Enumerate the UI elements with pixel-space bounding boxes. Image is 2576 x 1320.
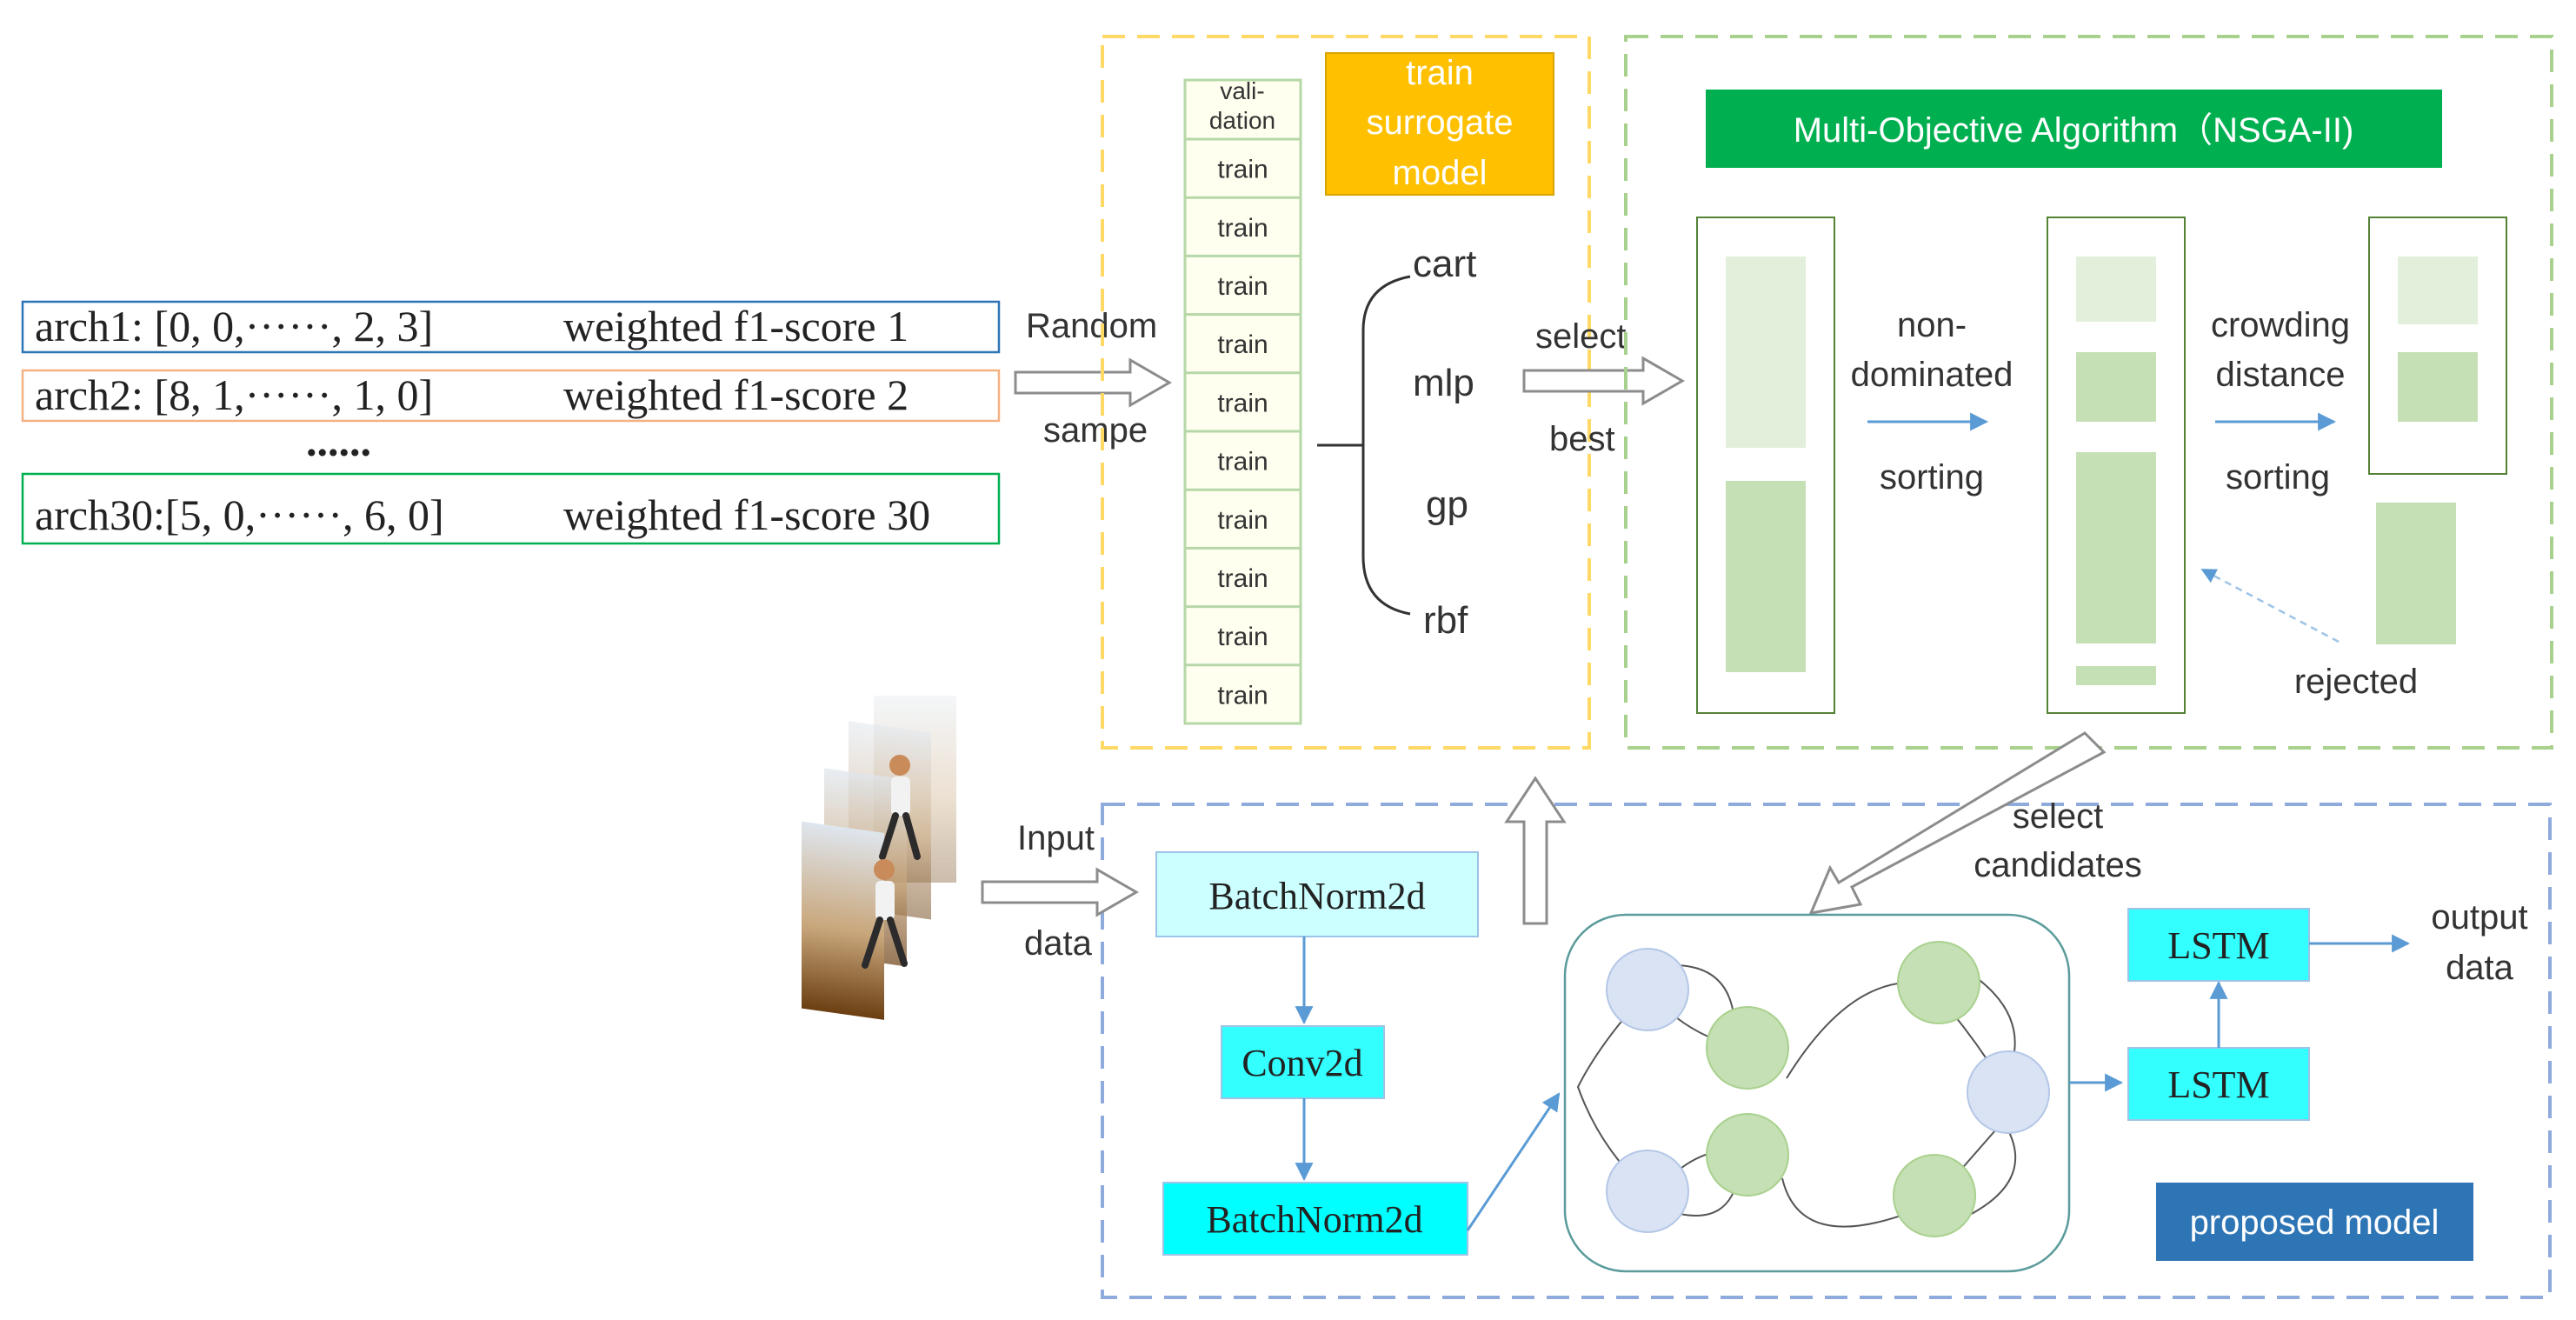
train-cell-1: train <box>1217 156 1268 184</box>
selected-bar-1 <box>2398 257 2478 324</box>
train-cell-5: train <box>1217 389 1268 417</box>
feedback-up-arrow <box>1504 776 1567 925</box>
proposed-model-badge <box>2156 1183 2473 1261</box>
rejected-bar <box>2376 503 2456 644</box>
arch1-label: arch1: [0, 0,······, 2, 3] <box>35 302 433 350</box>
arch-ellipsis: ...... <box>306 417 371 465</box>
cell-node-g2 <box>1897 941 1980 1024</box>
conv2d-label: Conv2d <box>1241 1042 1362 1084</box>
sample-label: sampe <box>1043 411 1148 450</box>
nds-line2: dominated <box>1851 356 2014 394</box>
random-sample-arrow <box>1014 357 1172 408</box>
batchnorm-label-2: BatchNorm2d <box>1206 1198 1422 1241</box>
moea-title: Multi-Objective Algorithm（NSGA-II) <box>1794 111 2354 150</box>
best-label: best <box>1549 420 1615 458</box>
rejected-label: rejected <box>2294 663 2418 701</box>
model-mlp: mlp <box>1413 362 1474 404</box>
arch30-box <box>21 472 1001 545</box>
batchnorm-label-1: BatchNorm2d <box>1208 875 1425 917</box>
model-rbf: rbf <box>1423 599 1468 642</box>
front-4 <box>2076 666 2156 685</box>
front-1 <box>2076 257 2156 322</box>
validation-line2: dation <box>1209 107 1275 134</box>
arch30-score: weighted f1-score 30 <box>563 490 930 539</box>
cell-node-p2 <box>1967 1050 2050 1134</box>
train-cell-8: train <box>1217 564 1268 593</box>
cd-line3: sorting <box>2226 458 2330 497</box>
arch2-label: arch2: [8, 1,······, 1, 0] <box>35 370 433 419</box>
pop-bar-1 <box>1726 257 1806 448</box>
moea-title-box <box>1706 90 2442 168</box>
train-cell-10: train <box>1217 681 1268 710</box>
select-best-arrow <box>1522 356 1685 406</box>
nds-line1: non- <box>1897 306 1967 344</box>
cell-node-g4 <box>1893 1154 1976 1237</box>
surrogate-title-line1: train <box>1406 54 1474 92</box>
lstm-block-2 <box>2127 908 2310 982</box>
train-cell-3: train <box>1217 272 1268 301</box>
front-2 <box>2076 352 2156 422</box>
lstm-block-1 <box>2127 1047 2310 1121</box>
lstm-label-1: LSTM <box>2167 1063 2269 1106</box>
searched-cell <box>1563 913 2071 1273</box>
lstm-label-2: LSTM <box>2167 924 2269 967</box>
input-data-arrow <box>981 867 1139 917</box>
input-video-frames <box>802 696 956 1020</box>
model-cart: cart <box>1413 243 1476 285</box>
conv2d-block <box>1221 1025 1385 1099</box>
batchnorm-block-1 <box>1155 851 1479 937</box>
select-label: select <box>1535 317 1627 356</box>
models-brace <box>1317 275 1411 616</box>
train-cell-9: train <box>1217 623 1268 651</box>
train-cell-7: train <box>1217 506 1268 535</box>
surrogate-title-line3: model <box>1393 154 1488 192</box>
arch30-label: arch30:[5, 0,······, 6, 0] <box>35 490 444 539</box>
bn2-to-cell-arrow <box>1466 1092 1561 1231</box>
batchnorm-block-2 <box>1162 1182 1468 1256</box>
select-candidates-line2: candidates <box>1974 846 2141 884</box>
surrogate-title-line2: surrogate <box>1367 103 1514 142</box>
input-label: Input <box>1017 819 1095 857</box>
arch1-score: weighted f1-score 1 <box>563 302 909 350</box>
arch-list: arch1: [0, 0,······, 2, 3] weighted f1-s… <box>21 300 1001 545</box>
train-cell-4: train <box>1217 330 1268 359</box>
proposed-model-label: proposed model <box>2190 1203 2440 1242</box>
arch2-box <box>21 369 1001 423</box>
random-label: Random <box>1026 307 1157 345</box>
cross-validation-column: vali- dation train train train train train tr… <box>1183 77 1302 725</box>
cell-node-p1 <box>1606 948 1689 1031</box>
model-gp: gp <box>1426 483 1468 526</box>
cell-node-p3 <box>1606 1150 1689 1233</box>
surrogate-title-box <box>1325 52 1554 196</box>
data-label: data <box>1024 924 1093 963</box>
train-cell-6: train <box>1217 448 1268 477</box>
population-selected <box>2368 217 2507 475</box>
cd-line1: crowding <box>2211 306 2350 344</box>
validation-line1: vali- <box>1220 77 1264 104</box>
cd-line2: distance <box>2216 356 2346 394</box>
nds-line3: sorting <box>1880 458 1984 497</box>
select-candidates-line1: select <box>2013 797 2104 836</box>
arch2-score: weighted f1-score 2 <box>563 370 909 419</box>
selected-bar-2 <box>2398 352 2478 422</box>
train-cell-2: train <box>1217 214 1268 243</box>
rejected-arrow <box>2200 568 2340 643</box>
front-3 <box>2076 452 2156 643</box>
cell-node-g3 <box>1706 1113 1789 1197</box>
model-region <box>1101 803 2552 1299</box>
select-candidates-arrow <box>1808 731 2107 915</box>
pop-bar-2 <box>1726 481 1806 672</box>
output-line1: output <box>2431 898 2527 937</box>
cell-node-g1 <box>1706 1006 1789 1090</box>
output-line2: data <box>2446 949 2514 987</box>
arch1-box <box>21 300 1001 354</box>
